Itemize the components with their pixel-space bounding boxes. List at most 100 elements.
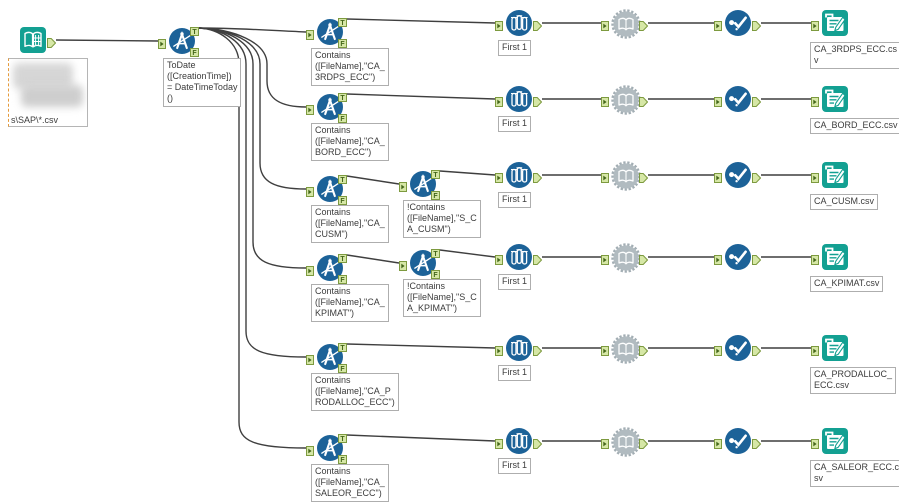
output-annotation[interactable]: CA_BORD_ECC.csv — [810, 118, 899, 134]
false-output-anchor[interactable]: F — [338, 271, 347, 289]
input-data-annotation[interactable]: s\SAP\*.csv — [8, 58, 88, 127]
sample-annotation[interactable]: First 1 — [498, 40, 532, 56]
sample-tool[interactable] — [505, 161, 533, 189]
output-anchor[interactable] — [533, 252, 543, 270]
input-anchor[interactable] — [714, 18, 722, 36]
input-anchor[interactable] — [601, 436, 609, 454]
input-anchor[interactable] — [811, 18, 819, 36]
input-anchor[interactable] — [399, 179, 407, 197]
filter-tool[interactable] — [409, 249, 437, 277]
false-output-anchor[interactable]: F — [338, 35, 347, 53]
sample-annotation[interactable]: First 1 — [498, 274, 532, 290]
output-anchor[interactable] — [533, 170, 543, 188]
filter-tool[interactable] — [316, 434, 344, 462]
input-anchor[interactable] — [306, 102, 314, 120]
output-anchor[interactable] — [639, 94, 649, 112]
true-output-anchor[interactable]: T — [431, 166, 440, 184]
filter-tool[interactable] — [316, 18, 344, 46]
output-anchor[interactable] — [639, 170, 649, 188]
filter-annotation[interactable]: Contains ([FileName],"CA_ KPIMAT") — [311, 284, 389, 322]
output-data-tool[interactable] — [821, 427, 849, 455]
input-anchor[interactable] — [811, 343, 819, 361]
false-output-anchor[interactable]: F — [338, 110, 347, 128]
output-anchor[interactable] — [533, 343, 543, 361]
filter-annotation[interactable]: Contains ([FileName],"CA_ CUSM") — [311, 205, 389, 243]
filter-annotation[interactable]: Contains ([FileName],"CA_P RODALLOC_ECC"… — [311, 373, 399, 411]
input-anchor[interactable] — [495, 436, 503, 454]
output-anchor[interactable] — [752, 436, 762, 454]
input-anchor[interactable] — [601, 170, 609, 188]
output-anchor[interactable] — [639, 18, 649, 36]
output-anchor[interactable] — [47, 35, 57, 53]
input-anchor[interactable] — [714, 436, 722, 454]
true-output-anchor[interactable]: T — [190, 23, 199, 41]
macro-tool[interactable] — [611, 427, 641, 457]
sample-annotation[interactable]: First 1 — [498, 192, 532, 208]
sample-tool[interactable] — [505, 9, 533, 37]
input-anchor[interactable] — [306, 27, 314, 45]
output-annotation[interactable]: CA_PRODALLOC_ ECC.csv — [810, 367, 897, 394]
input-anchor[interactable] — [811, 170, 819, 188]
filter-tool[interactable] — [316, 175, 344, 203]
date-filter-annotation[interactable]: ToDate ([CreationTime]) = DateTimeToday … — [163, 58, 242, 107]
output-annotation[interactable]: CA_SALEOR_ECC.c sv — [810, 460, 899, 487]
sample-annotation[interactable]: First 1 — [498, 458, 532, 474]
input-anchor[interactable] — [495, 94, 503, 112]
true-output-anchor[interactable]: T — [338, 250, 347, 268]
input-anchor[interactable] — [811, 436, 819, 454]
true-output-anchor[interactable]: T — [338, 430, 347, 448]
input-anchor[interactable] — [714, 170, 722, 188]
false-output-anchor[interactable]: F — [338, 451, 347, 469]
output-data-tool[interactable] — [821, 334, 849, 362]
input-anchor[interactable] — [306, 443, 314, 461]
second-filter-annotation[interactable]: !Contains ([FileName],"S_C A_CUSM") — [403, 200, 481, 238]
unique-tool[interactable] — [724, 427, 752, 455]
macro-tool[interactable] — [611, 334, 641, 364]
input-data-tool[interactable] — [19, 26, 47, 54]
sample-annotation[interactable]: First 1 — [498, 116, 532, 132]
true-output-anchor[interactable]: T — [338, 171, 347, 189]
false-output-anchor[interactable]: F — [190, 44, 199, 62]
output-data-tool[interactable] — [821, 243, 849, 271]
false-output-anchor[interactable]: F — [431, 266, 440, 284]
sample-tool[interactable] — [505, 243, 533, 271]
output-annotation[interactable]: CA_CUSM.csv — [810, 194, 879, 210]
output-annotation[interactable]: CA_KPIMAT.csv — [810, 276, 884, 292]
output-anchor[interactable] — [639, 343, 649, 361]
filter-annotation[interactable]: Contains ([FileName],"CA_ 3RDPS_ECC") — [311, 48, 389, 86]
input-anchor[interactable] — [306, 263, 314, 281]
input-anchor[interactable] — [158, 36, 166, 54]
output-data-tool[interactable] — [821, 9, 849, 37]
true-output-anchor[interactable]: T — [338, 89, 347, 107]
output-anchor[interactable] — [752, 18, 762, 36]
input-anchor[interactable] — [495, 252, 503, 270]
input-anchor[interactable] — [306, 184, 314, 202]
input-anchor[interactable] — [495, 170, 503, 188]
output-anchor[interactable] — [752, 252, 762, 270]
unique-tool[interactable] — [724, 9, 752, 37]
filter-tool[interactable] — [316, 93, 344, 121]
input-anchor[interactable] — [714, 94, 722, 112]
filter-annotation[interactable]: Contains ([FileName],"CA_ SALEOR_ECC") — [311, 464, 389, 502]
true-output-anchor[interactable]: T — [338, 339, 347, 357]
input-anchor[interactable] — [601, 94, 609, 112]
input-anchor[interactable] — [714, 343, 722, 361]
false-output-anchor[interactable]: F — [338, 360, 347, 378]
input-anchor[interactable] — [811, 252, 819, 270]
output-anchor[interactable] — [533, 436, 543, 454]
macro-tool[interactable] — [611, 161, 641, 191]
output-data-tool[interactable] — [821, 161, 849, 189]
output-anchor[interactable] — [639, 436, 649, 454]
sample-tool[interactable] — [505, 85, 533, 113]
unique-tool[interactable] — [724, 85, 752, 113]
true-output-anchor[interactable]: T — [431, 245, 440, 263]
output-data-tool[interactable] — [821, 85, 849, 113]
date-filter-tool[interactable] — [168, 27, 196, 55]
sample-tool[interactable] — [505, 334, 533, 362]
input-anchor[interactable] — [601, 252, 609, 270]
macro-tool[interactable] — [611, 243, 641, 273]
input-anchor[interactable] — [601, 343, 609, 361]
output-anchor[interactable] — [533, 18, 543, 36]
macro-tool[interactable] — [611, 9, 641, 39]
